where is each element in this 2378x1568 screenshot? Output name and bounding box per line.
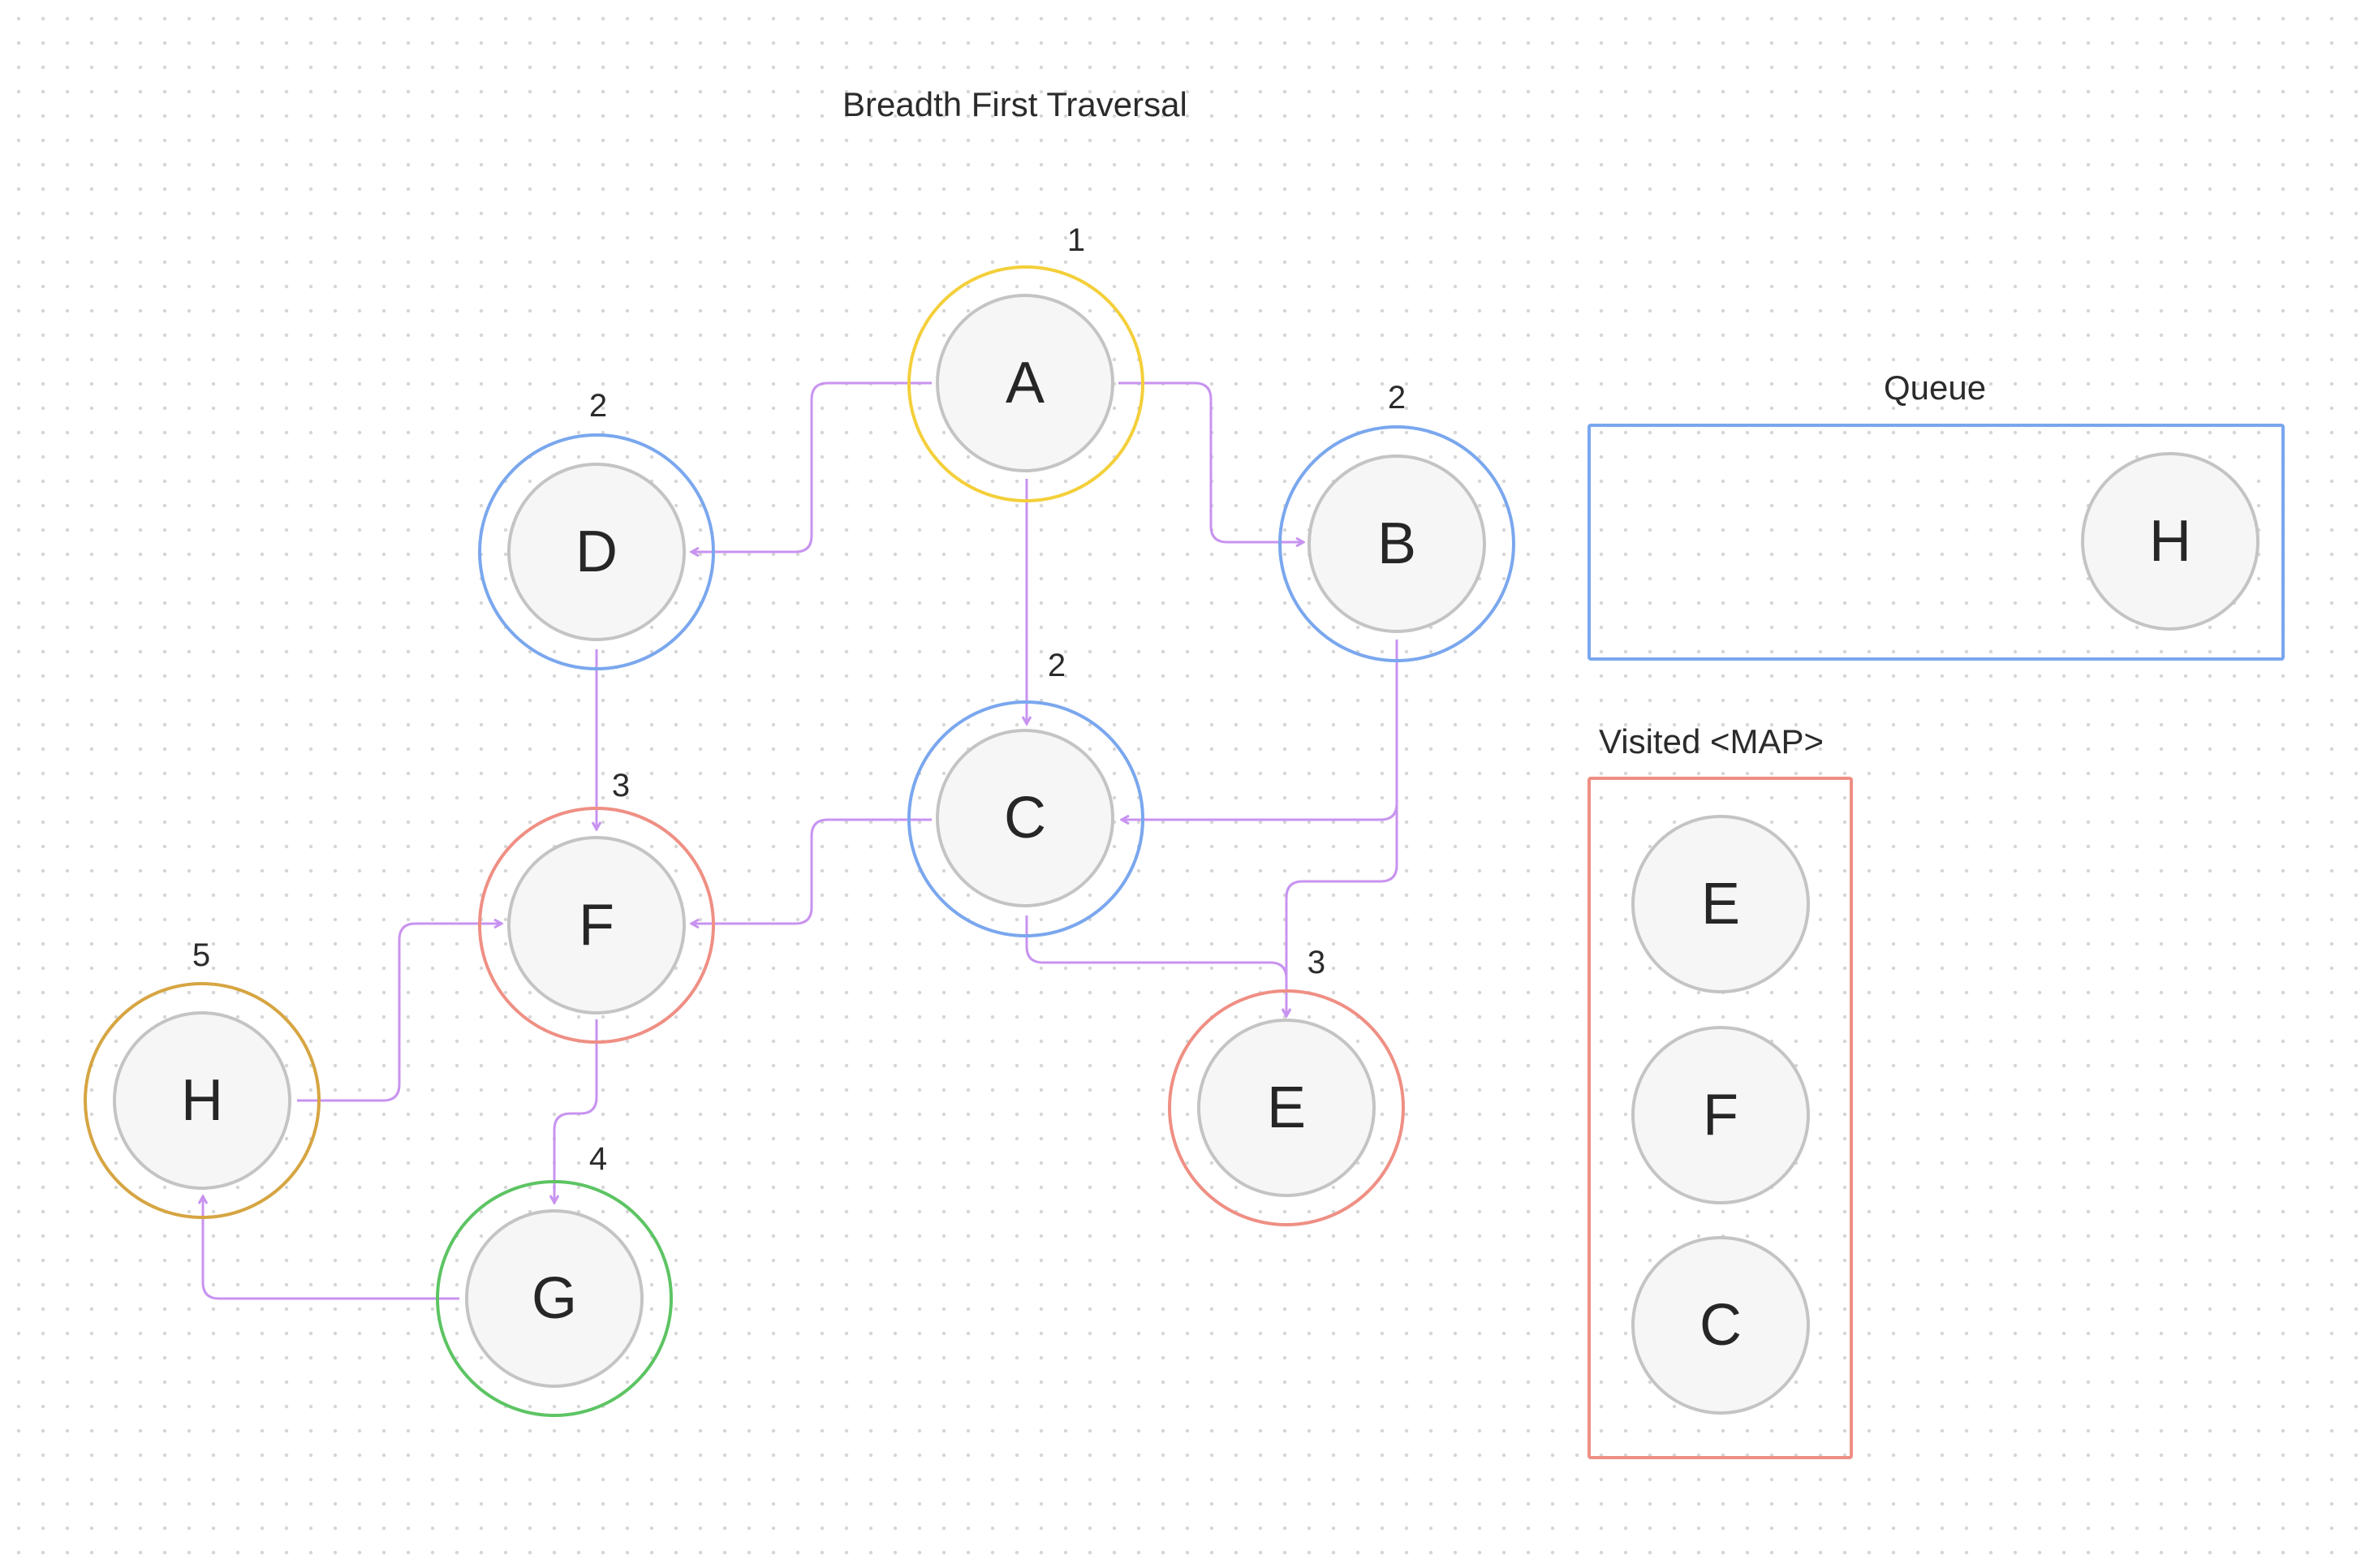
node-e-level-ring [1168, 989, 1405, 1226]
node-g-level-ring [436, 1180, 673, 1417]
node-h-order-label: 5 [192, 937, 211, 973]
edge-c-e [1025, 915, 1286, 1016]
edge-a-d [691, 381, 932, 552]
edge-h-f [297, 924, 502, 1102]
node-c-order-label: 2 [1047, 648, 1066, 683]
edge-g-h [203, 1196, 459, 1300]
visited-item[interactable]: F [1631, 1026, 1810, 1204]
edge-c-f [691, 818, 932, 924]
node-c-level-ring [907, 700, 1144, 937]
queue-label: Queue [1884, 368, 1987, 407]
node-f-order-label: 3 [611, 768, 631, 803]
node-b-level-ring [1278, 425, 1515, 662]
queue-box [1587, 424, 2285, 661]
node-d-level-ring [478, 433, 715, 670]
visited-box [1587, 777, 1853, 1459]
queue-item[interactable]: H [2081, 452, 2260, 631]
node-e[interactable]: E [1197, 1019, 1376, 1197]
visited-item[interactable]: C [1631, 1236, 1810, 1415]
node-c[interactable]: C [936, 729, 1114, 907]
node-h[interactable]: H [113, 1011, 291, 1190]
node-b[interactable]: B [1307, 454, 1486, 633]
visited-item[interactable]: E [1631, 815, 1810, 993]
node-f[interactable]: F [507, 836, 686, 1014]
edge-b-c [1122, 640, 1398, 820]
node-e-order-label: 3 [1307, 945, 1326, 980]
node-h-level-ring [84, 982, 321, 1219]
node-b-order-label: 2 [1387, 380, 1407, 416]
visited-label: Visited <MAP> [1599, 722, 1824, 760]
edge-b-e [1286, 803, 1398, 1016]
node-a[interactable]: A [936, 294, 1114, 472]
node-a-order-label: 1 [1066, 222, 1086, 258]
node-a-level-ring [907, 265, 1144, 502]
edge-a-b [1118, 381, 1303, 542]
edge-f-g [554, 1019, 598, 1203]
node-d-order-label: 2 [588, 388, 608, 424]
node-g[interactable]: G [465, 1209, 644, 1388]
node-g-order-label: 4 [588, 1141, 608, 1177]
node-f-level-ring [478, 807, 715, 1044]
node-d[interactable]: D [507, 463, 686, 641]
diagram-title: Breadth First Traversal [842, 85, 1187, 123]
